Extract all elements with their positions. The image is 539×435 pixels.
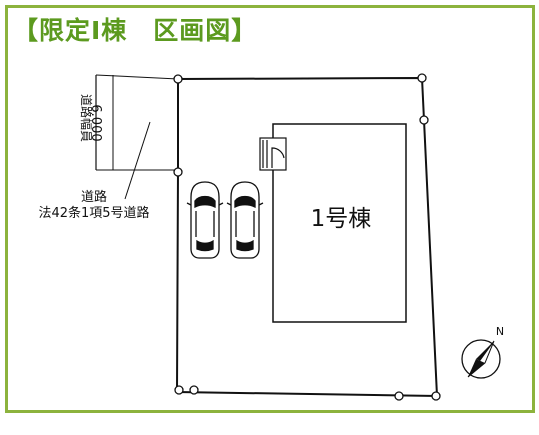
- road-width-value: 6.000: [88, 104, 103, 141]
- boundary-marker: [394, 391, 404, 401]
- boundary-marker: [173, 74, 183, 84]
- boundary-marker: [174, 385, 184, 395]
- compass-north-label: N: [496, 325, 504, 338]
- road-dim-tick-top: [95, 74, 179, 80]
- page-title: 【限定Ⅰ棟 区画図】: [13, 16, 258, 45]
- parking-car-1: [186, 181, 224, 259]
- building-label: 1号棟: [311, 206, 372, 232]
- boundary-marker: [173, 167, 183, 177]
- road-type-label: 法42条1項5号道路: [38, 205, 149, 221]
- entrance: [259, 137, 287, 171]
- boundary-marker: [431, 391, 441, 401]
- compass-icon: N: [461, 325, 504, 379]
- building-footprint: [272, 123, 407, 323]
- parking-car-2: [226, 181, 264, 259]
- road-width-label: 道路幅員: [79, 94, 94, 142]
- plan-frame: 【限定Ⅰ棟 区画図】: [5, 5, 535, 413]
- road-name-label: 道路: [81, 189, 107, 205]
- boundary-marker: [189, 385, 199, 395]
- boundary-marker: [417, 73, 427, 83]
- boundary-markers: [173, 73, 441, 401]
- road-leader-line: [124, 121, 151, 200]
- boundary-marker: [419, 115, 429, 125]
